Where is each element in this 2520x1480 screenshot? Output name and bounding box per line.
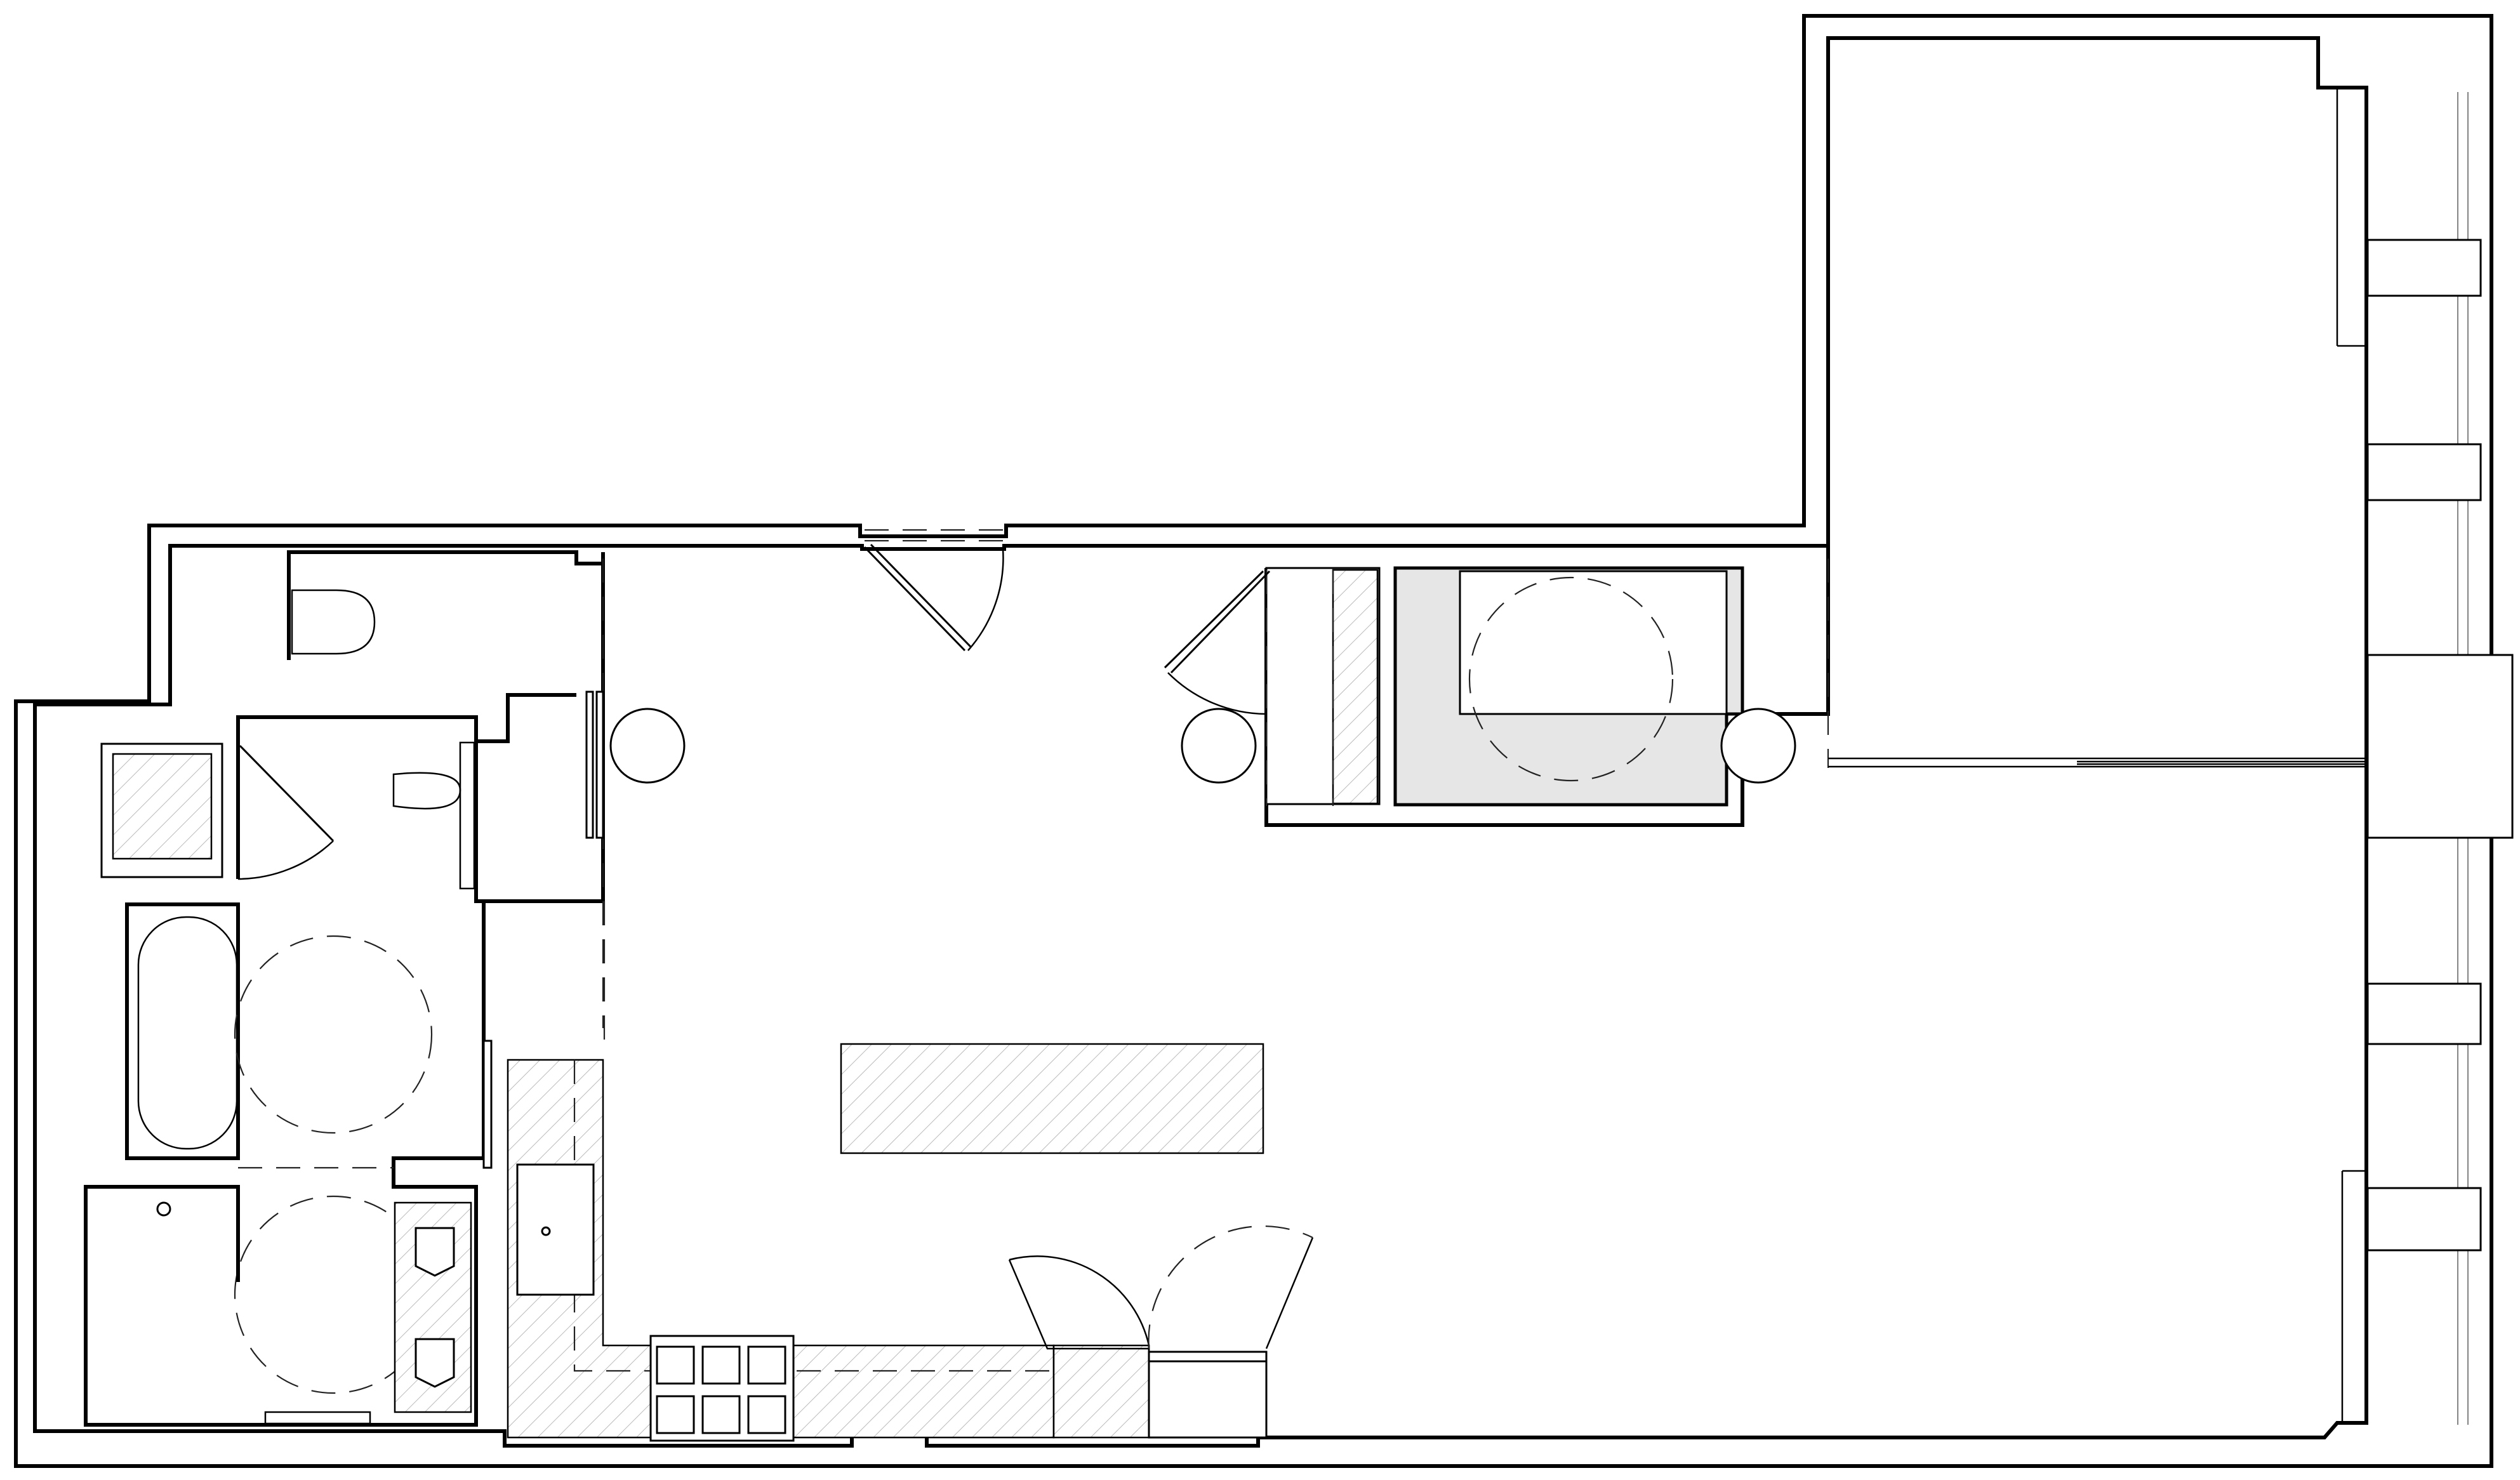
- window-pier: [2366, 443, 2482, 501]
- bathroom: [84, 715, 493, 1427]
- range-cooktop: [649, 1335, 795, 1442]
- closet-door[interactable]: [1164, 570, 1264, 669]
- bathroom-door[interactable]: [239, 744, 335, 842]
- pocket-door[interactable]: [595, 690, 604, 839]
- shower-head: [156, 1201, 171, 1217]
- bathtub: [137, 916, 238, 1150]
- refrigerator: [1008, 1255, 1150, 1439]
- shower: [86, 1185, 240, 1282]
- kitchen-counter: [792, 1344, 1055, 1439]
- toilet: [392, 772, 461, 810]
- closet-door[interactable]: [1170, 570, 1271, 674]
- opening-lines: [238, 901, 606, 1169]
- powder-room: [287, 550, 686, 1028]
- sink: [414, 1227, 455, 1277]
- kitchen: [507, 1043, 1314, 1442]
- kitchen-sink: [516, 1163, 595, 1296]
- dishwasher: [1148, 1225, 1314, 1439]
- sliding-glass-door[interactable]: [1828, 757, 2366, 768]
- window-pier: [2366, 1187, 2482, 1252]
- column: [2366, 654, 2514, 839]
- window-pier: [2366, 982, 2482, 1045]
- toilet: [291, 589, 376, 655]
- entry-door[interactable]: [863, 529, 1004, 652]
- storage-closet: [1164, 546, 1830, 827]
- pocket-door[interactable]: [585, 690, 594, 839]
- kitchen-island: [840, 1043, 1264, 1154]
- window-pier: [2366, 239, 2482, 297]
- sink: [414, 1338, 455, 1388]
- pocket-door[interactable]: [482, 1040, 493, 1169]
- window-wall: [2336, 89, 2514, 1425]
- column: [1720, 708, 1796, 784]
- column: [1181, 708, 1257, 784]
- washer: [112, 753, 213, 860]
- column: [609, 708, 686, 784]
